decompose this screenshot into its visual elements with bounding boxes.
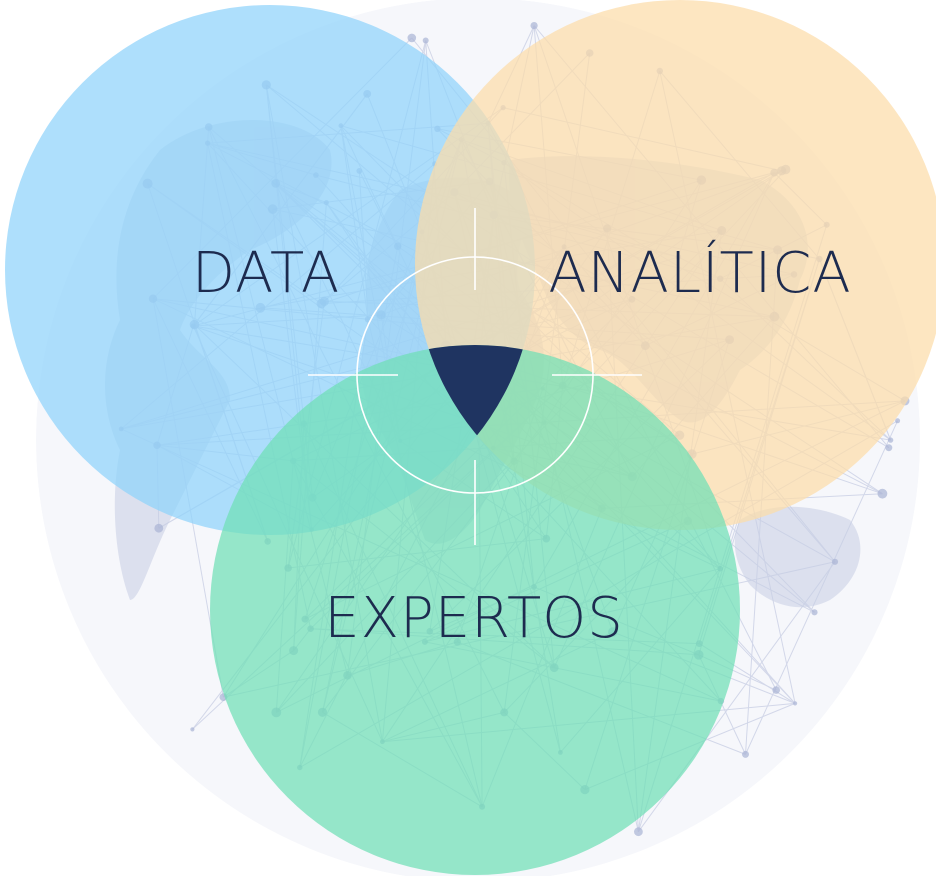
network-node: [154, 523, 164, 533]
network-node: [877, 488, 888, 499]
network-node: [887, 437, 894, 443]
network-node: [895, 418, 901, 424]
network-node: [772, 686, 780, 694]
network-node: [811, 609, 818, 616]
network-node: [190, 727, 195, 732]
circle-expertos: [210, 345, 740, 875]
australia-shape: [734, 506, 861, 608]
venn-circles: [5, 0, 936, 875]
network-node: [831, 558, 839, 565]
network-node: [742, 750, 749, 758]
network-node: [885, 444, 893, 452]
network-node: [407, 33, 417, 43]
crosshair-target: [308, 208, 642, 545]
label-analitica: ANALÍTICA: [548, 241, 851, 306]
label-data: DATA: [192, 241, 340, 306]
network-node: [793, 701, 798, 706]
label-expertos: EXPERTOS: [324, 586, 624, 651]
network-node: [634, 827, 643, 837]
network-node: [530, 22, 538, 30]
network-node: [422, 37, 429, 44]
